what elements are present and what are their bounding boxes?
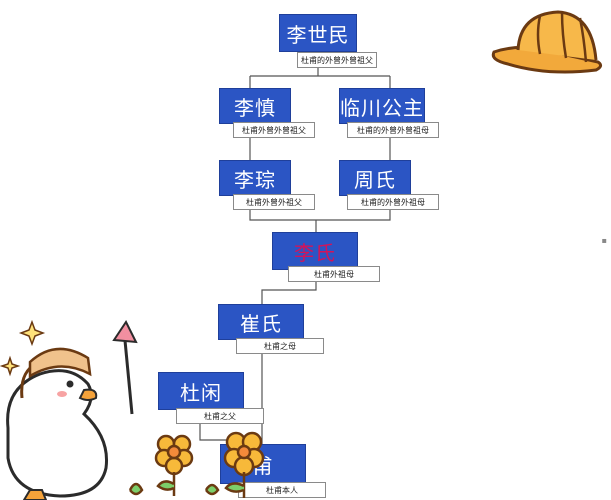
node-li-shimin: 李世民 杜甫的外曾外曾祖父 [279, 14, 379, 68]
duck-mascot-icon [0, 319, 138, 500]
node-caption: 杜甫之父 [176, 408, 264, 424]
node-caption: 杜甫的外曾外祖母 [347, 194, 439, 210]
node-linchuan: 临川公主 杜甫的外曾外曾祖母 [339, 88, 439, 140]
node-zhou-shi: 周氏 杜甫的外曾外祖母 [339, 160, 439, 212]
sparkle-icon [18, 319, 46, 347]
connector-shimin-children [249, 64, 391, 88]
flower-icon [128, 431, 265, 498]
node-li-shen: 李慎 杜甫外曾外曾祖父 [219, 88, 319, 140]
node-du-fu: 甫 杜甫本人 [220, 444, 330, 498]
node-name: 崔氏 [218, 304, 304, 340]
node-caption: 杜甫的外曾外曾祖父 [297, 52, 377, 68]
node-name: 甫 [220, 444, 306, 484]
node-name: 周氏 [339, 160, 411, 196]
connector-merge-lishi [249, 210, 391, 232]
node-name: 李氏 [272, 232, 358, 270]
node-name: 临川公主 [339, 88, 425, 124]
node-du-xian: 杜闲 杜甫之父 [158, 372, 268, 424]
node-caption: 杜甫之母 [236, 338, 324, 354]
node-name: 杜闲 [158, 372, 244, 410]
node-cui-shi: 崔氏 杜甫之母 [218, 304, 328, 356]
node-caption: 杜甫外曾外曾祖父 [233, 122, 315, 138]
node-name: 李慎 [219, 88, 291, 124]
node-name: 李琮 [219, 160, 291, 196]
node-caption: 杜甫外曾外祖父 [233, 194, 315, 210]
node-li-shi: 李氏 杜甫外祖母 [272, 232, 392, 284]
sparkle-icon [0, 355, 21, 377]
node-caption: 杜甫的外曾外曾祖母 [347, 122, 439, 138]
node-caption: 杜甫外祖母 [288, 266, 380, 282]
corner-mark: ▪ [601, 236, 607, 245]
hard-hat-icon [491, 10, 603, 74]
connector-lishi-cui [261, 280, 317, 304]
node-name: 李世民 [279, 14, 357, 52]
node-li-cong: 李琮 杜甫外曾外祖父 [219, 160, 319, 212]
